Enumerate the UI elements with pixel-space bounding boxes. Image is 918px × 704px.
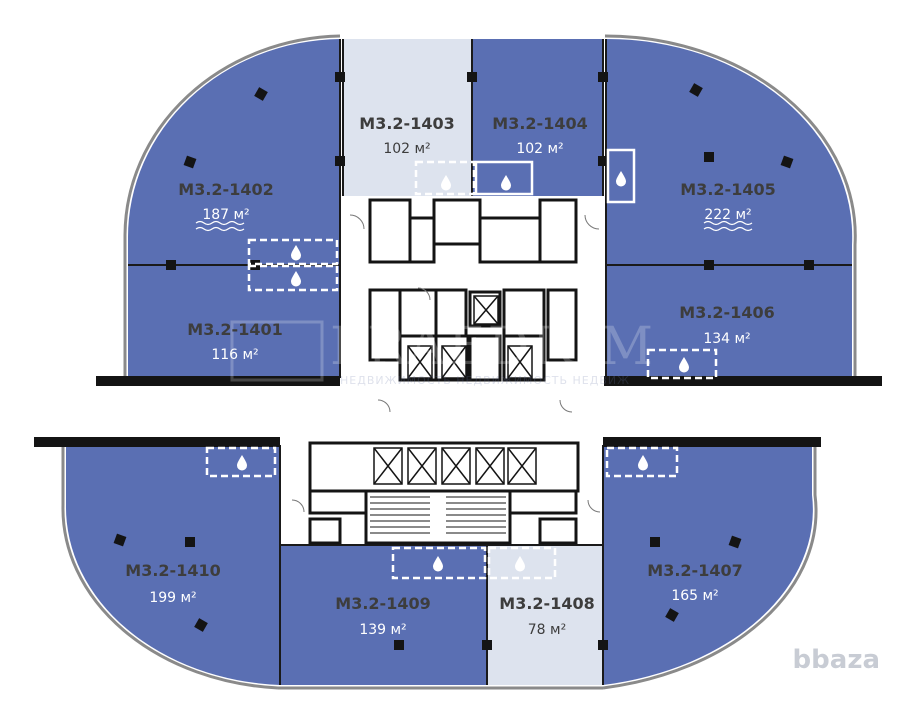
unit-1406-code: М3.2-1406	[679, 303, 774, 322]
unit-1402[interactable]	[127, 39, 340, 265]
unit-1409-code: М3.2-1409	[335, 594, 430, 613]
elevators	[373, 295, 537, 485]
watermark-tagline: НЕДВИЖИМОСТЬ НЕДВИЖИМОСТЬ НЕДВИЖ	[340, 374, 630, 387]
watermark: PRAEDIUM НЕДВИЖИМОСТЬ НЕДВИЖИМОСТЬ НЕДВИ…	[230, 317, 655, 387]
unit-1410-code: М3.2-1410	[125, 561, 220, 580]
unit-1404[interactable]	[472, 39, 603, 196]
unit-1408-code: М3.2-1408	[499, 594, 594, 613]
unit-walls	[128, 39, 852, 685]
unit-1402-code: М3.2-1402	[178, 180, 273, 199]
facade-outline	[61, 34, 857, 690]
wave-icon	[703, 226, 753, 232]
unit-1408-area: 78 м²	[528, 622, 566, 638]
unit-1407[interactable]	[603, 445, 813, 685]
unit-1410-area: 199 м²	[149, 590, 196, 606]
unit-1407-code: М3.2-1407	[647, 561, 742, 580]
wave-icon	[195, 226, 245, 232]
unit-1401-area: 116 м²	[211, 347, 258, 363]
watermark-brand: PRAEDIUM	[330, 317, 655, 377]
wave-icon	[703, 220, 753, 226]
unit-1405[interactable]	[606, 38, 853, 266]
door-swings	[291, 214, 601, 513]
wave-icons	[195, 220, 753, 232]
plumbing-solid-markers	[474, 148, 636, 204]
unit-1404-code: М3.2-1404	[492, 114, 587, 133]
unit-1403-area: 102 м²	[383, 141, 430, 157]
structural-columns	[113, 72, 814, 650]
unit-1406[interactable]	[606, 265, 852, 378]
unit-1406-area: 134 м²	[703, 331, 750, 347]
wave-icon	[195, 220, 245, 226]
unit-1401[interactable]	[128, 265, 340, 378]
unit-1410[interactable]	[65, 445, 280, 685]
unit-1408[interactable]	[487, 545, 603, 685]
stairs	[370, 496, 506, 534]
unit-1401-code: М3.2-1401	[187, 320, 282, 339]
watermark-logo	[230, 320, 324, 382]
unit-1402-area: 187 м²	[202, 207, 249, 223]
unit-1403-code: М3.2-1403	[359, 114, 454, 133]
unit-1405-area: 222 м²	[704, 207, 751, 223]
unit-1407-area: 165 м²	[671, 588, 718, 604]
corner-brand: bbaza	[793, 645, 880, 675]
slab-edges	[34, 376, 882, 447]
plumbing-markers	[205, 160, 718, 580]
unit-1409-area: 139 м²	[359, 622, 406, 638]
unit-1403[interactable]	[343, 39, 472, 196]
unit-1405-code: М3.2-1405	[680, 180, 775, 199]
unit-1409[interactable]	[280, 545, 487, 685]
unit-1404-area: 102 м²	[516, 141, 563, 157]
